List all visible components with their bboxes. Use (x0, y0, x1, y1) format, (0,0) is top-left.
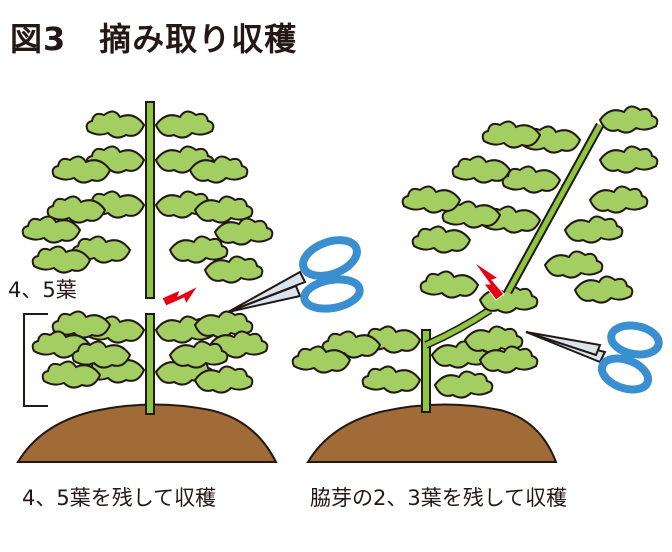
plant-left-upper (23, 101, 274, 299)
soil-mound-right (306, 403, 558, 463)
leaf-range-bracket (23, 313, 48, 407)
plant-left-lower (33, 310, 269, 415)
caption-right: 脇芽の2、3葉を残して収穫 (310, 486, 568, 510)
cut-side-shoot (403, 105, 659, 304)
scissors-left-icon (227, 236, 364, 313)
cut-arrow-left (161, 284, 200, 307)
leaf-count-label: 4、5葉 (8, 278, 77, 302)
plant-right (293, 271, 539, 413)
scissors-right-icon (525, 321, 663, 394)
cut-arrow-right (473, 261, 505, 301)
figure-title: 図3 摘み取り収穫 (10, 20, 298, 58)
caption-left: 4、5葉を残して収穫 (22, 486, 217, 510)
